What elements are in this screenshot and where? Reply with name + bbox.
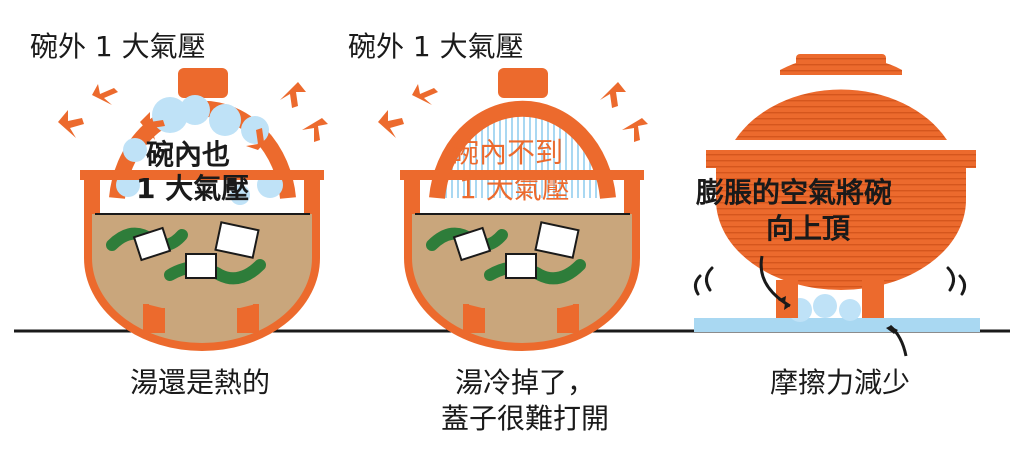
panel1-inside-label-1: 碗內也 [146,138,231,171]
panel2-caption-2: 蓋子很難打開 [440,402,609,435]
panel1-inside-label-2: 1 大氣壓 [136,172,250,205]
panel1-clouds [116,95,283,205]
wobble-marks [693,266,967,296]
panel3-annotation-2: 向上頂 [766,212,851,245]
panel3-caption: 摩擦力減少 [769,366,910,399]
panel2-pressure-arrows [378,82,648,142]
panel2-bowl [378,68,648,351]
panel2-inside-label-1: 碗內不到 [451,136,564,169]
panel1-bowl [58,68,328,351]
panel1-pressure-arrows [58,82,328,150]
panel2-outside-label: 碗外 1 大氣壓 [348,30,524,63]
panel1-caption: 湯還是熱的 [129,366,270,399]
panel3-annotation-1: 膨脹的空氣將碗 [696,176,893,209]
panel2-inside-label-2: 1 大氣壓 [459,172,570,205]
panel1-outside-label: 碗外 1 大氣壓 [30,30,206,63]
panel3-bowl [693,54,980,357]
water-puddle [694,318,980,332]
panel2-caption-1: 湯冷掉了， [454,366,595,399]
